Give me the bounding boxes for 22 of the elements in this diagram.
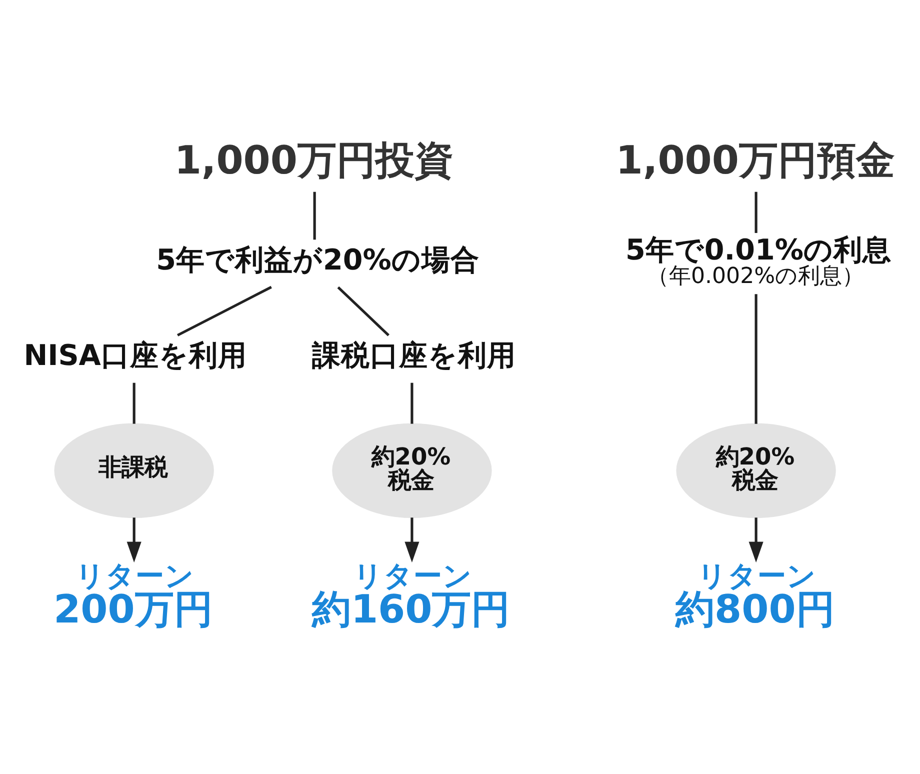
node-text: NISA口座を利用 (24, 337, 247, 372)
node-ellipse: 約20% 税金 (676, 422, 836, 518)
node-text: 1,000万円投資 (174, 138, 454, 183)
connector (754, 191, 758, 232)
node-text: 課税口座を利用 (312, 337, 516, 372)
connector (132, 382, 136, 424)
node-ellipse: 約20% 税金 (332, 422, 492, 518)
connector (754, 294, 758, 424)
node-text: リターン 約800円 (676, 558, 835, 632)
connector (337, 286, 390, 336)
connector (177, 285, 272, 336)
node-text: 5年で利益が20%の場合 (156, 242, 480, 276)
node-text: リターン 約160万円 (312, 558, 510, 632)
node-text: 5年で0.01%の利息 （年0.002%の利息） (626, 232, 892, 289)
connector (410, 382, 414, 424)
connector (313, 191, 316, 240)
node-text: 1,000万円預金 (616, 138, 895, 183)
arrow (748, 517, 764, 562)
node-ellipse: 非課税 (54, 422, 214, 518)
arrow (404, 517, 420, 562)
arrow (126, 517, 142, 562)
node-text: リターン 200万円 (54, 558, 213, 632)
